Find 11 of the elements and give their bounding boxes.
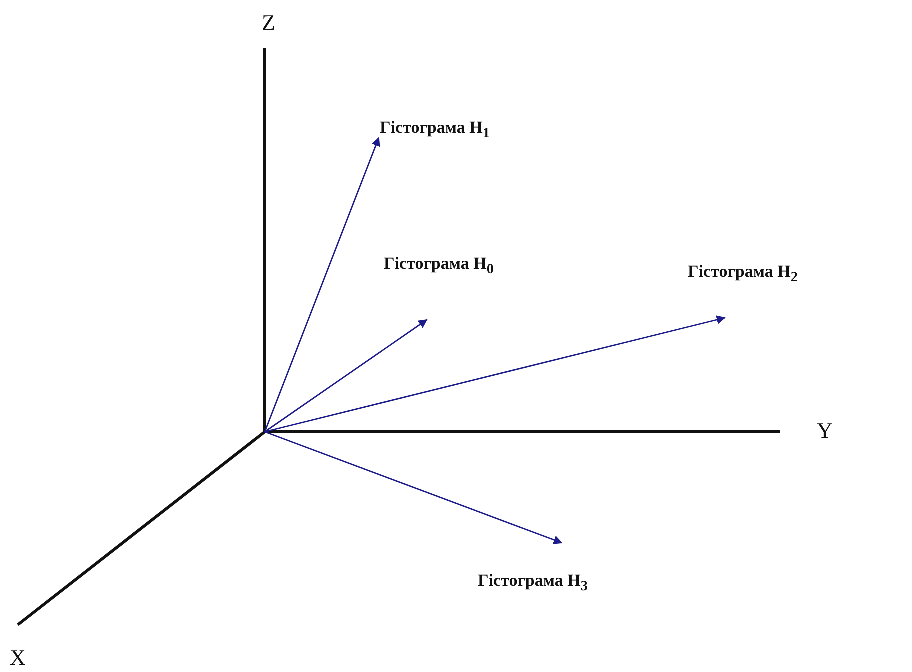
vector-arrow [264,137,380,432]
vector-label: Гістограма H$_{3}$ [478,543,640,595]
vector-arrow [264,316,726,433]
vector-label: Гістограма H$_{1}$ [380,118,540,156]
vector-arrow [264,319,428,433]
vector-label: Гістограма H$_{2}$ [688,262,850,318]
vector-arrow [264,431,563,544]
axis-label: X [10,645,26,671]
axis-label: Z [262,10,276,36]
vector-label: Гістограма H$_{0}$ [384,254,534,320]
axis-label: Y [817,418,833,444]
